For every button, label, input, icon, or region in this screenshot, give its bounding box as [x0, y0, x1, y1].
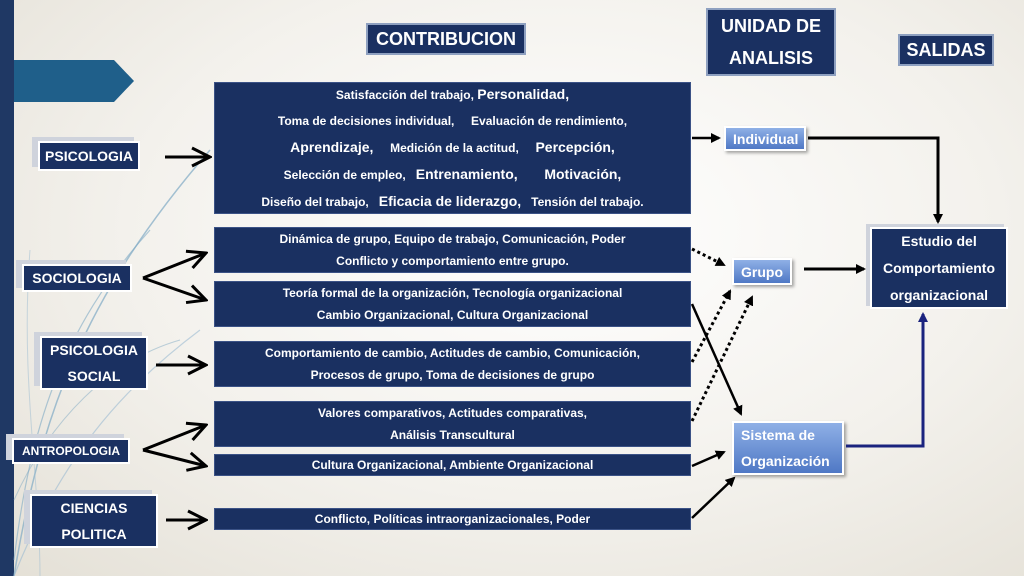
contribution-sociologia-grupo: Dinámica de grupo, Equipo de trabajo, Co…: [214, 227, 691, 273]
contribution-psicologia: Satisfacción del trabajo, Personalidad, …: [214, 82, 691, 214]
left-accent-arrow: [14, 60, 134, 102]
arrow-sistema-output: [846, 312, 928, 448]
item-seleccion: Selección de empleo,: [283, 168, 406, 182]
unit-grupo: Grupo: [732, 258, 792, 285]
contribution-psicologia-line3: Aprendizaje, Medición de la actitud, Per…: [290, 134, 615, 161]
item-diseno: Diseño del trabajo,: [261, 195, 369, 209]
source-psicologia-social-line1: PSICOLOGIA: [50, 342, 138, 358]
unit-individual: Individual: [724, 126, 806, 151]
contribution-antropologia-cultura-line: Cultura Organizacional, Ambiente Organiz…: [311, 458, 594, 472]
item-aprendizaje: Aprendizaje,: [290, 139, 374, 155]
contribution-psicologia-line4: Selección de empleo, Entrenamiento, Moti…: [284, 161, 622, 188]
unit-grupo-label: Grupo: [741, 263, 783, 280]
source-ciencias-line2: POLITICA: [61, 526, 127, 542]
arrow-sociologia-down: [142, 276, 206, 300]
arrow-antropologia-down: [142, 448, 206, 466]
source-sociologia: SOCIOLOGIA: [22, 264, 132, 292]
contribution-psicologia-social: Comportamiento de cambio, Actitudes de c…: [214, 341, 691, 387]
item-percepcion: Percepción,: [535, 139, 615, 155]
arrow-antropologia-grupo-dotted: [690, 295, 754, 422]
arrow-sociologia-up: [142, 253, 206, 280]
arrow-ciencias-sistema: [691, 476, 736, 519]
item-entrenamiento: Entrenamiento,: [415, 166, 518, 182]
item-toma-decisiones: Toma de decisiones individual,: [277, 114, 455, 128]
header-salidas: SALIDAS: [898, 34, 994, 66]
item-tension: Tensión del trabajo.: [531, 195, 644, 209]
arrow-psicologia-social-grupo-dotted: [690, 289, 732, 363]
header-unidad-de-analisis: UNIDAD DE ANALISIS: [706, 8, 836, 76]
contribution-antropologia-valores-line1: Valores comparativos, Actitudes comparat…: [318, 406, 587, 420]
contribution-antropologia-valores-line2: Análisis Transcultural: [390, 428, 515, 442]
contribution-psicologia-social-line2: Procesos de grupo, Toma de decisiones de…: [310, 368, 595, 382]
contribution-antropologia-valores: Valores comparativos, Actitudes comparat…: [214, 401, 691, 447]
arrow-sociologia-org-sistema: [690, 303, 743, 416]
header-unidad-line1: UNIDAD DE: [720, 16, 821, 36]
source-psicologia: PSICOLOGIA: [38, 141, 140, 171]
header-contribucion-label: CONTRIBUCION: [376, 28, 516, 49]
source-psicologia-social: PSICOLOGIA SOCIAL: [40, 336, 148, 390]
arrow-antropologia-up: [142, 425, 206, 452]
output-line3: organizacional: [889, 286, 989, 303]
arrow-antropologia-sistema: [691, 450, 726, 468]
source-ciencias-line1: CIENCIAS: [60, 500, 128, 516]
contribution-sociologia-grupo-line2: Conflicto y comportamiento entre grupo.: [336, 254, 569, 268]
contribution-psicologia-social-line1: Comportamiento de cambio, Actitudes de c…: [265, 346, 640, 360]
output-line2: Comportamiento: [883, 259, 995, 276]
contribution-psicologia-line1: Satisfacción del trabajo, Personalidad,: [336, 81, 569, 108]
contribution-sociologia-org-line1: Teoría formal de la organización, Tecnol…: [282, 286, 623, 300]
header-unidad-line2: ANALISIS: [728, 48, 813, 68]
left-accent-bar: [0, 0, 14, 576]
item-evaluacion: Evaluación de rendimiento,: [471, 114, 628, 128]
unit-sistema-organizacion: Sistema de Organización: [732, 421, 844, 475]
contribution-sociologia-grupo-line1: Dinámica de grupo, Equipo de trabajo, Co…: [279, 232, 626, 246]
output-estudio-comportamiento: Estudio del Comportamiento organizaciona…: [870, 227, 1008, 309]
unit-sistema-line1: Sistema de: [741, 427, 815, 443]
item-liderazgo: Eficacia de liderazgo,: [378, 193, 522, 209]
contribution-ciencias-politica: Conflicto, Políticas intraorganizacional…: [214, 508, 691, 530]
source-psicologia-label: PSICOLOGIA: [45, 148, 133, 164]
arrow-sociologia-grupo-dotted: [691, 247, 726, 267]
source-psicologia-social-line2: SOCIAL: [67, 368, 121, 384]
arrow-individual-output: [808, 136, 943, 224]
contribution-antropologia-cultura: Cultura Organizacional, Ambiente Organiz…: [214, 454, 691, 476]
item-satisfaccion: Satisfacción del trabajo,: [335, 88, 474, 102]
contribution-psicologia-line5: Diseño del trabajo, Eficacia de liderazg…: [261, 188, 643, 215]
item-motivacion: Motivación,: [544, 166, 622, 182]
contribution-psicologia-line2: Toma de decisiones individual, Evaluació…: [278, 108, 627, 134]
unit-individual-label: Individual: [733, 130, 799, 147]
output-line1: Estudio del: [901, 232, 977, 249]
item-personalidad: Personalidad,: [477, 86, 570, 102]
source-ciencias-politica: CIENCIAS POLITICA: [30, 494, 158, 548]
source-antropologia-label: ANTROPOLOGIA: [22, 444, 120, 458]
contribution-ciencias-politica-line: Conflicto, Políticas intraorganizacional…: [314, 512, 591, 526]
header-contribucion: CONTRIBUCION: [366, 23, 526, 55]
header-salidas-label: SALIDAS: [906, 39, 986, 60]
source-antropologia: ANTROPOLOGIA: [12, 438, 130, 464]
unit-sistema-line2: Organización: [741, 453, 830, 469]
item-medicion: Medición de la actitud,: [390, 141, 519, 155]
contribution-sociologia-organizacion: Teoría formal de la organización, Tecnol…: [214, 281, 691, 327]
contribution-sociologia-org-line2: Cambio Organizacional, Cultura Organizac…: [316, 308, 589, 322]
source-sociologia-label: SOCIOLOGIA: [32, 270, 122, 286]
